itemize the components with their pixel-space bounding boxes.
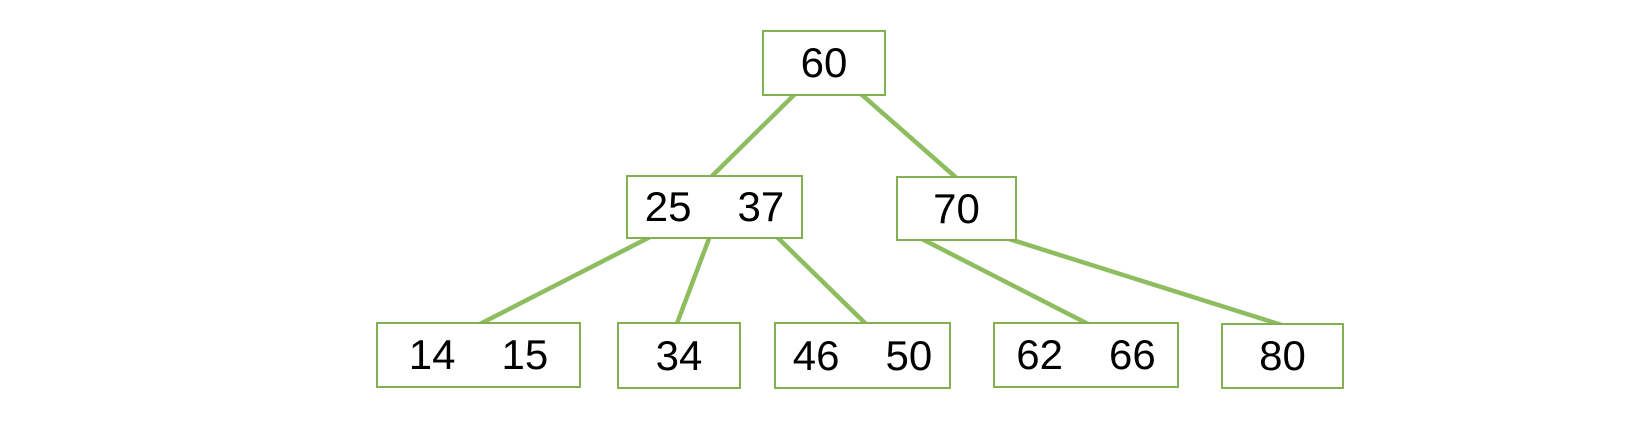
node-key: 80 (1259, 332, 1306, 379)
node-key: 46 (792, 331, 840, 379)
node-key: 50 (885, 331, 933, 379)
node-key: 60 (800, 39, 848, 86)
edge-70-to-80 (1005, 235, 1289, 330)
edge-25-37-to-46-50 (774, 234, 870, 328)
tree-node-80: 80 (1221, 323, 1344, 389)
node-key: 70 (933, 184, 980, 232)
node-key: 34 (655, 331, 703, 379)
node-key: 66 (1109, 331, 1156, 378)
tree-node-34: 34 (617, 322, 741, 389)
node-key: 15 (501, 331, 549, 378)
edge-60-to-70 (859, 92, 962, 183)
node-key: 14 (408, 331, 456, 378)
tree-node-60: 60 (762, 30, 886, 96)
node-key: 62 (1016, 331, 1063, 378)
tree-node-46-50: 46 50 (774, 322, 951, 389)
node-key: 37 (737, 183, 785, 230)
tree-node-62-66: 62 66 (993, 322, 1179, 388)
tree-node-14-15: 14 15 (376, 322, 581, 388)
tree-node-70: 70 (896, 176, 1017, 241)
edge-25-37-to-34 (673, 235, 713, 327)
tree-node-25-37: 25 37 (626, 175, 803, 239)
edge-70-to-62-66 (918, 235, 1094, 329)
node-key: 25 (644, 183, 692, 230)
edge-60-to-25-37 (706, 92, 797, 182)
edge-25-37-to-14-15 (474, 233, 654, 329)
